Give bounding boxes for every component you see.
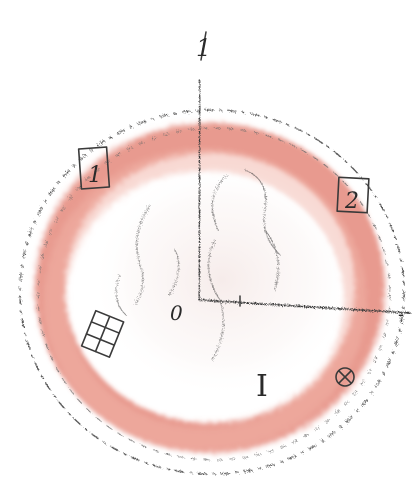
- roman-numeral-label: I: [256, 369, 268, 404]
- center-zero-label: 0: [170, 301, 183, 325]
- right-axis-label: -: [398, 304, 404, 325]
- vertical-axis-line: [199, 80, 200, 300]
- top-axis-label: 1: [196, 34, 211, 62]
- box-label-2-text: 2: [344, 189, 359, 214]
- inner-growth-area: [90, 162, 354, 398]
- box-label-1-text: 1: [88, 163, 102, 188]
